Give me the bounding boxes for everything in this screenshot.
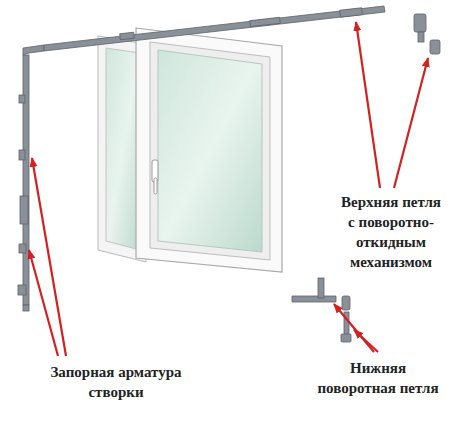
callout-label: Верхняя петля с поворотно-откидным механ… bbox=[338, 192, 444, 272]
lower-hinge bbox=[292, 278, 351, 342]
locking-hardware bbox=[18, 45, 44, 311]
callout-label: Нижняя поворотная петля bbox=[310, 358, 446, 398]
leader-arrows bbox=[29, 22, 428, 356]
callout-label: Запорная арматура створки bbox=[26, 362, 206, 402]
upper-hinge bbox=[44, 6, 440, 54]
window-frame bbox=[136, 28, 282, 272]
